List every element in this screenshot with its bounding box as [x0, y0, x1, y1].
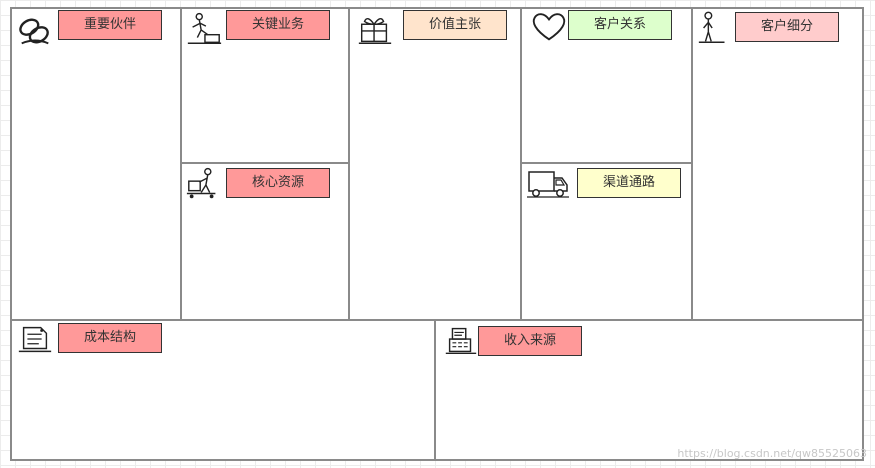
block-value-propositions: 价值主张	[348, 7, 522, 321]
block-customer-segments: 客户细分	[691, 7, 864, 321]
block-revenue-streams: 收入来源	[434, 319, 864, 461]
chain-link-icon	[16, 13, 54, 49]
label-value-propositions: 价值主张	[403, 10, 507, 40]
gift-icon	[356, 11, 394, 47]
label-revenue-streams: 收入来源	[478, 326, 582, 356]
block-customer-relationships: 客户关系	[520, 7, 693, 164]
label-channels: 渠道通路	[577, 168, 681, 198]
block-cost-structure: 成本结构	[10, 319, 436, 461]
label-key-partners: 重要伙伴	[58, 10, 162, 40]
price-tag-icon	[16, 321, 54, 357]
label-key-activities: 关键业务	[226, 10, 330, 40]
heart-icon	[530, 9, 568, 45]
block-channels: 渠道通路	[520, 162, 693, 321]
label-customer-segments: 客户细分	[735, 12, 839, 42]
block-key-activities: 关键业务	[180, 7, 350, 164]
person-icon	[696, 10, 734, 46]
label-key-resources: 核心资源	[226, 168, 330, 198]
block-key-partners: 重要伙伴	[10, 7, 182, 321]
cash-register-icon	[442, 322, 480, 358]
worker-icon	[185, 11, 223, 47]
watermark: https://blog.csdn.net/qw85525063	[677, 447, 867, 460]
truck-icon	[526, 165, 570, 201]
label-cost-structure: 成本结构	[58, 323, 162, 353]
label-customer-relationships: 客户关系	[568, 10, 672, 40]
dolly-icon	[185, 166, 223, 202]
block-key-resources: 核心资源	[180, 162, 350, 321]
